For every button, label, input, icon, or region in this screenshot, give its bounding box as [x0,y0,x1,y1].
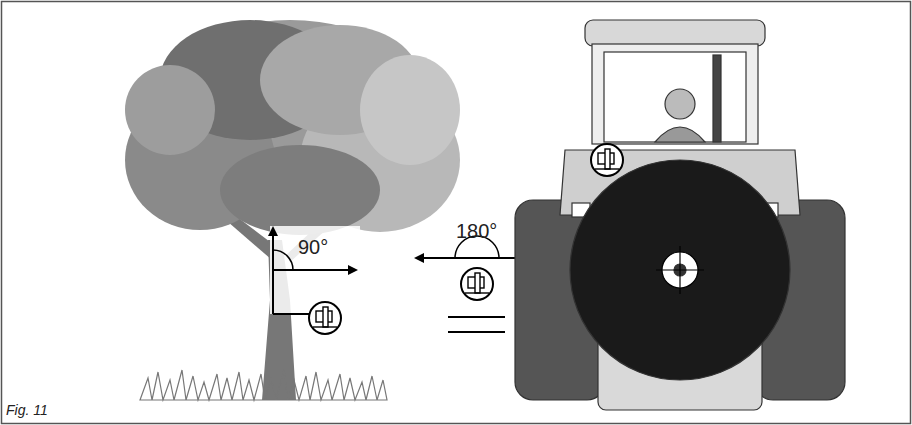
angle-label: 180° [456,220,497,243]
angle-label: 90° [298,236,328,259]
figure-caption: Fig. 11 [6,402,48,418]
tractor [515,20,845,410]
angle-90-marker [270,226,360,334]
tree [125,20,460,400]
angle-180-marker [416,236,530,332]
